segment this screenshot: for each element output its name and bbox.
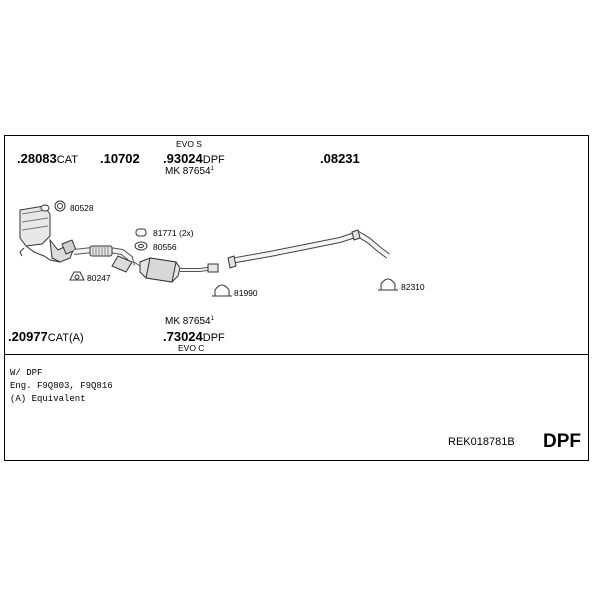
note-evo-s: EVO S — [176, 139, 202, 149]
callout-81990: 81990 — [234, 288, 258, 298]
gasket-80528 — [54, 200, 66, 212]
part-93024: .93024DPF — [163, 151, 225, 166]
kit-type: DPF — [543, 431, 581, 452]
part-73024: .73024DPF — [163, 329, 225, 344]
callout-80556: 80556 — [153, 242, 177, 252]
catalytic-converter-manifold — [19, 204, 77, 263]
mk-73024: MK 876541 — [165, 316, 214, 327]
section-divider — [5, 354, 588, 355]
gasket-81771 — [135, 228, 147, 237]
diagram-frame — [4, 135, 589, 461]
callout-81771: 81771 (2x) — [153, 228, 194, 238]
rear-pipe — [227, 229, 390, 269]
part-10702: .10702 — [100, 151, 140, 166]
flex-pipe — [73, 245, 135, 273]
dpf-filter — [133, 257, 219, 283]
mk-93024: MK 876541 — [165, 166, 214, 177]
note-evo-c: EVO C — [178, 343, 205, 353]
callout-80528: 80528 — [70, 203, 94, 213]
callout-82310: 82310 — [401, 282, 425, 292]
part-28083: .28083CAT — [17, 151, 78, 166]
note-line-2: Eng. F9Q803, F9Q816 — [10, 381, 113, 391]
note-line-3: (A) Equivalent — [10, 394, 86, 404]
callout-80247: 80247 — [87, 273, 111, 283]
part-20977: .20977CAT(A) — [8, 329, 84, 344]
gasket-80247 — [69, 271, 85, 281]
gasket-80556 — [134, 241, 148, 251]
note-line-1: W/ DPF — [10, 368, 43, 378]
clamp-82310 — [378, 278, 398, 291]
kit-code: REK018781B — [448, 436, 515, 448]
part-08231: .08231 — [320, 151, 360, 166]
clamp-81990 — [212, 284, 232, 297]
